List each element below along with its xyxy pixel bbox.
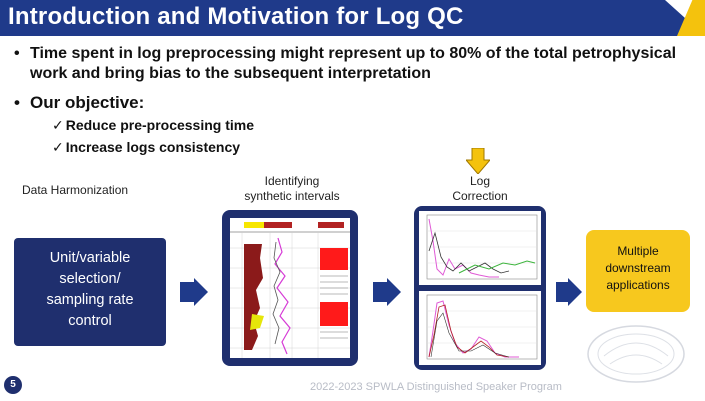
log-correction-panel (414, 206, 546, 370)
check-icon: ✓ (52, 139, 64, 155)
bullet-item: • Our objective: (14, 92, 694, 114)
stage2-caption-line: synthetic intervals (244, 189, 340, 203)
correction-plot-bottom (419, 291, 541, 365)
bullet-text: Our objective: (30, 93, 145, 112)
sub-item-text: Increase logs consistency (65, 139, 241, 155)
down-arrow-icon (466, 148, 490, 174)
stage1-line: Unit/variable (49, 250, 131, 266)
stage1-caption: Data Harmonization (22, 183, 129, 197)
bullet-text: Time spent in log preprocessing might re… (30, 45, 677, 82)
sub-item: ✓Reduce pre-processing time (14, 114, 694, 136)
sub-item-text: Reduce pre-processing time (65, 117, 255, 133)
synthetic-intervals-panel (222, 210, 358, 366)
spwla-seal-watermark (587, 325, 685, 383)
stage1-line: sampling rate (46, 292, 134, 308)
stage4-box: Multiple downstream applications (586, 230, 690, 312)
stage3-caption-line: Correction (452, 189, 508, 203)
slide-title: Introduction and Motivation for Log QC (8, 3, 464, 30)
sub-item: ✓Increase logs consistency (14, 136, 694, 158)
stage4-line: applications (606, 278, 670, 292)
bullet-glyph: • (14, 45, 20, 62)
footer-program: 2022-2023 SPWLA Distinguished Speaker Pr… (310, 381, 562, 393)
correction-plot-top (419, 211, 541, 285)
correction-plot-top-graphic (426, 214, 538, 280)
page-number: 5 (4, 376, 22, 394)
title-bar: Introduction and Motivation for Log QC (0, 0, 705, 36)
stage1-box: Unit/variable selection/ sampling rate c… (14, 238, 166, 346)
log-track-image (230, 218, 350, 358)
stage2-caption: Identifying synthetic intervals (222, 174, 362, 204)
bullet-glyph: • (14, 93, 20, 112)
check-icon: ✓ (52, 117, 64, 133)
stage3-caption: Log Correction (440, 174, 520, 204)
stage3-caption-line: Log (469, 174, 491, 188)
stage4-line: downstream (605, 261, 671, 275)
bullet-item: • Time spent in log preprocessing might … (14, 44, 694, 84)
correction-plot-bottom-graphic (426, 294, 538, 360)
log-track-graphic (230, 218, 350, 358)
stage1-line: control (68, 313, 112, 329)
stage2-caption-line: Identifying (264, 174, 320, 188)
stage4-line: Multiple (617, 244, 659, 258)
stage1-line: selection/ (59, 271, 121, 287)
bullet-list: • Time spent in log preprocessing might … (14, 44, 694, 158)
